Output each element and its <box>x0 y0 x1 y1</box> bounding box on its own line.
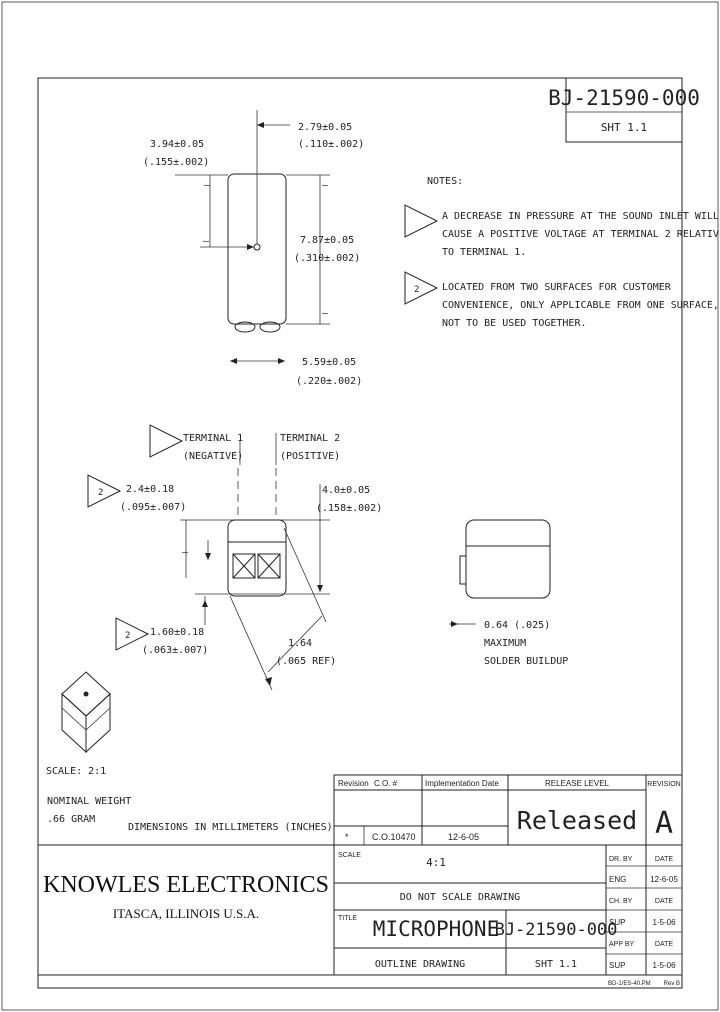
approval-role-4: APP BY <box>609 941 634 948</box>
note2-line3: NOT TO BE USED TOGETHER. <box>442 318 587 329</box>
revision-block: Revision C.O. # Implementation Date RELE… <box>333 774 683 846</box>
do-not-scale: DO NOT SCALE DRAWING <box>400 892 520 903</box>
release-level-header: RELEASE LEVEL <box>545 779 610 788</box>
revision-co: C.O. # <box>374 779 398 788</box>
dim-top-offset-in: (.110±.002) <box>298 139 364 150</box>
sheet-top: SHT 1.1 <box>601 121 647 134</box>
revision-col-header: REVISION <box>647 781 680 788</box>
dim-depth-in: (.158±.002) <box>316 503 382 514</box>
rev-row-mark: * <box>345 832 349 842</box>
title-block: KNOWLES ELECTRONICS ITASCA, ILLINOIS U.S… <box>38 844 682 987</box>
isometric-view: SCALE: 2:1 <box>46 671 111 777</box>
svg-text:—: — <box>322 180 329 191</box>
svg-text:—: — <box>182 547 189 558</box>
svg-text:2: 2 <box>125 631 130 641</box>
weight-label: NOMINAL WEIGHT <box>47 796 131 807</box>
scale-value: 4:1 <box>426 856 446 869</box>
drawing-frame <box>37 77 683 989</box>
dim-solder: 0.64 (.025) <box>484 620 550 631</box>
rev-row-date: 12-6-05 <box>448 832 479 842</box>
note2-marker: 2 <box>414 285 419 295</box>
approval-date-5: 1-5-06 <box>652 961 676 970</box>
approval-role-1: ENG <box>609 875 626 884</box>
notes-heading: NOTES: <box>427 176 463 187</box>
approval-role-3: SUP <box>609 918 625 927</box>
term2-label: TERMINAL 2 <box>280 433 340 444</box>
side-view: 0.64 (.025) MAXIMUM SOLDER BUILDUP <box>449 519 568 667</box>
solder-buildup: SOLDER BUILDUP <box>484 656 568 667</box>
microphone-body-side <box>465 519 551 599</box>
note1-line3: TO TERMINAL 1. <box>442 247 526 258</box>
weight-value: .66 GRAM <box>47 814 95 825</box>
company-name: KNOWLES ELECTRONICS <box>43 872 329 898</box>
drawing-number-small: BJ-21590-000 <box>495 920 618 940</box>
approval-role-2: CH. BY <box>609 898 633 905</box>
notes-block: NOTES: A DECREASE IN PRESSURE AT THE SOU… <box>404 176 720 329</box>
dim-diag-in: (.065 REF) <box>276 656 336 667</box>
sheet-small: SHT 1.1 <box>535 959 577 970</box>
approval-date-4: DATE <box>655 941 673 948</box>
dim-lower: 1.60±0.18 <box>150 627 204 638</box>
note1-line2: CAUSE A POSITIVE VOLTAGE AT TERMINAL 2 R… <box>442 229 720 240</box>
drawing-subtitle: OUTLINE DRAWING <box>375 959 465 970</box>
drawing-number-top: BJ-21590-000 <box>548 86 700 110</box>
lower-dim-flag <box>115 617 150 651</box>
dim-top-offset: 2.79±0.05 <box>298 122 352 133</box>
dim-height: 7.87±0.05 <box>300 235 354 246</box>
revision-letter: A <box>655 806 673 841</box>
term1-sub: (NEGATIVE) <box>183 451 243 462</box>
svg-text:—: — <box>322 308 329 319</box>
dim-diag: 1.64 <box>288 638 312 649</box>
front-view: TERMINAL 1 (NEGATIVE) TERMINAL 2 (POSITI… <box>87 424 382 691</box>
dim-height-in: (.310±.002) <box>294 253 360 264</box>
svg-text:2: 2 <box>98 488 103 498</box>
scale-iso: SCALE: 2:1 <box>46 766 106 777</box>
dim-bottom-width-in: (.220±.002) <box>296 376 362 387</box>
title-label: TITLE <box>338 915 357 922</box>
approval-date-1: 12-6-05 <box>650 875 678 884</box>
implementation-header: Implementation Date <box>425 779 499 788</box>
dim-lower-in: (.063±.007) <box>142 645 208 656</box>
dim-side-in: (.095±.007) <box>120 502 186 513</box>
revision-header: Revision <box>338 779 369 788</box>
approval-date-0: DATE <box>655 856 673 863</box>
note2-line2: CONVENIENCE, ONLY APPLICABLE FROM ONE SU… <box>442 300 719 311</box>
footer-right: Rev B <box>664 981 680 987</box>
sound-inlet <box>253 243 261 251</box>
footer-left: BD-1/ES-40.PM <box>608 981 651 987</box>
note1-line1: A DECREASE IN PRESSURE AT THE SOUND INLE… <box>442 211 719 222</box>
term1-label: TERMINAL 1 <box>183 433 243 444</box>
approval-date-2: DATE <box>655 898 673 905</box>
dim-left-width-in: (.155±.002) <box>143 157 209 168</box>
note2-line1: LOCATED FROM TWO SURFACES FOR CUSTOMER <box>442 282 672 293</box>
svg-text:—: — <box>204 180 211 191</box>
rev-row-co: C.O.10470 <box>372 832 416 842</box>
microphone-body-front <box>227 519 287 597</box>
company-location: ITASCA, ILLINOIS U.S.A. <box>113 906 259 921</box>
dim-side: 2.4±0.18 <box>126 484 174 495</box>
solder-max: MAXIMUM <box>484 638 526 649</box>
scale-label: SCALE <box>338 852 361 859</box>
approval-role-5: SUP <box>609 961 625 970</box>
dim-bottom-width: 5.59±0.05 <box>302 357 356 368</box>
drawing-title: MICROPHONE <box>373 917 499 941</box>
term1-flag <box>149 424 184 458</box>
top-view: 2.79±0.05 (.110±.002) 3.94±0.05 (.155±.0… <box>143 110 364 387</box>
dim-depth: 4.0±0.05 <box>322 485 370 496</box>
side-dim-flag <box>87 474 122 508</box>
release-value: Released <box>517 806 637 835</box>
svg-text:—: — <box>203 236 210 247</box>
dim-units-note: DIMENSIONS IN MILLIMETERS (INCHES) <box>128 822 333 833</box>
term2-sub: (POSITIVE) <box>280 451 340 462</box>
dim-left-width: 3.94±0.05 <box>150 139 204 150</box>
approval-date-3: 1-5-06 <box>652 918 676 927</box>
note1-flag <box>404 204 439 238</box>
note2-flag <box>404 271 439 305</box>
drawing-number-box <box>565 77 683 143</box>
approval-role-0: DR. BY <box>609 856 633 863</box>
